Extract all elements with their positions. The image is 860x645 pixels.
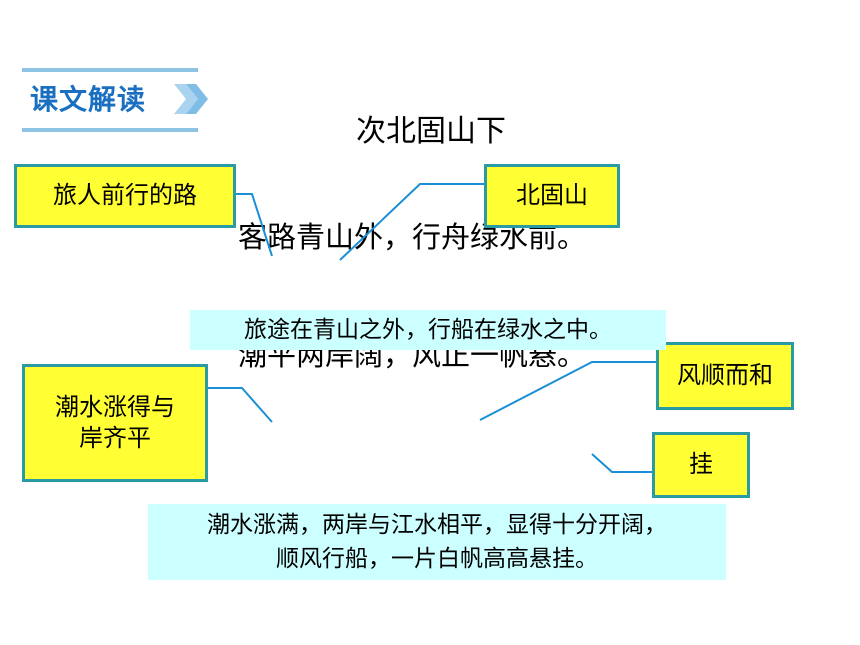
section-header-badge: 课文解读 [22, 66, 210, 132]
header-bottom-rule [22, 128, 198, 132]
note-wind: 风顺而和 [656, 342, 794, 410]
translation-line-2a-text: 潮水涨满，两岸与江水相平，显得十分开阔， [207, 511, 667, 538]
note-traveler-road: 旅人前行的路 [14, 164, 236, 228]
note-wind-text: 风顺而和 [677, 361, 773, 390]
translation-line-1-text: 旅途在青山之外，行船在绿水之中。 [244, 316, 612, 343]
note-hang: 挂 [652, 432, 750, 498]
connector-hang [591, 453, 654, 473]
translation-line-1: 旅途在青山之外，行船在绿水之中。 [190, 310, 666, 350]
connector-beigushan [339, 183, 486, 261]
note-tide-level-line1: 潮水涨得与 [55, 392, 175, 421]
connector-traveler-road [236, 193, 273, 257]
note-tide-level-line2: 岸齐平 [79, 424, 151, 452]
connector-wind [479, 361, 658, 421]
note-hang-text: 挂 [689, 450, 713, 479]
note-traveler-road-text: 旅人前行的路 [53, 181, 197, 210]
poem-title: 次北固山下 [356, 114, 506, 149]
connector-tide-level [206, 387, 273, 423]
section-header-label: 课文解读 [30, 83, 147, 116]
double-chevron-icon [174, 84, 208, 114]
note-beigushan-text: 北固山 [516, 181, 588, 210]
note-tide-level: 潮水涨得与 岸齐平 [22, 364, 208, 482]
note-beigushan: 北固山 [484, 164, 620, 228]
translation-line-2b-text: 顺风行船，一片白帆高高悬挂。 [276, 546, 598, 572]
header-top-rule [22, 68, 198, 72]
translation-line-2: 潮水涨满，两岸与江水相平，显得十分开阔， 顺风行船，一片白帆高高悬挂。 [148, 504, 726, 580]
